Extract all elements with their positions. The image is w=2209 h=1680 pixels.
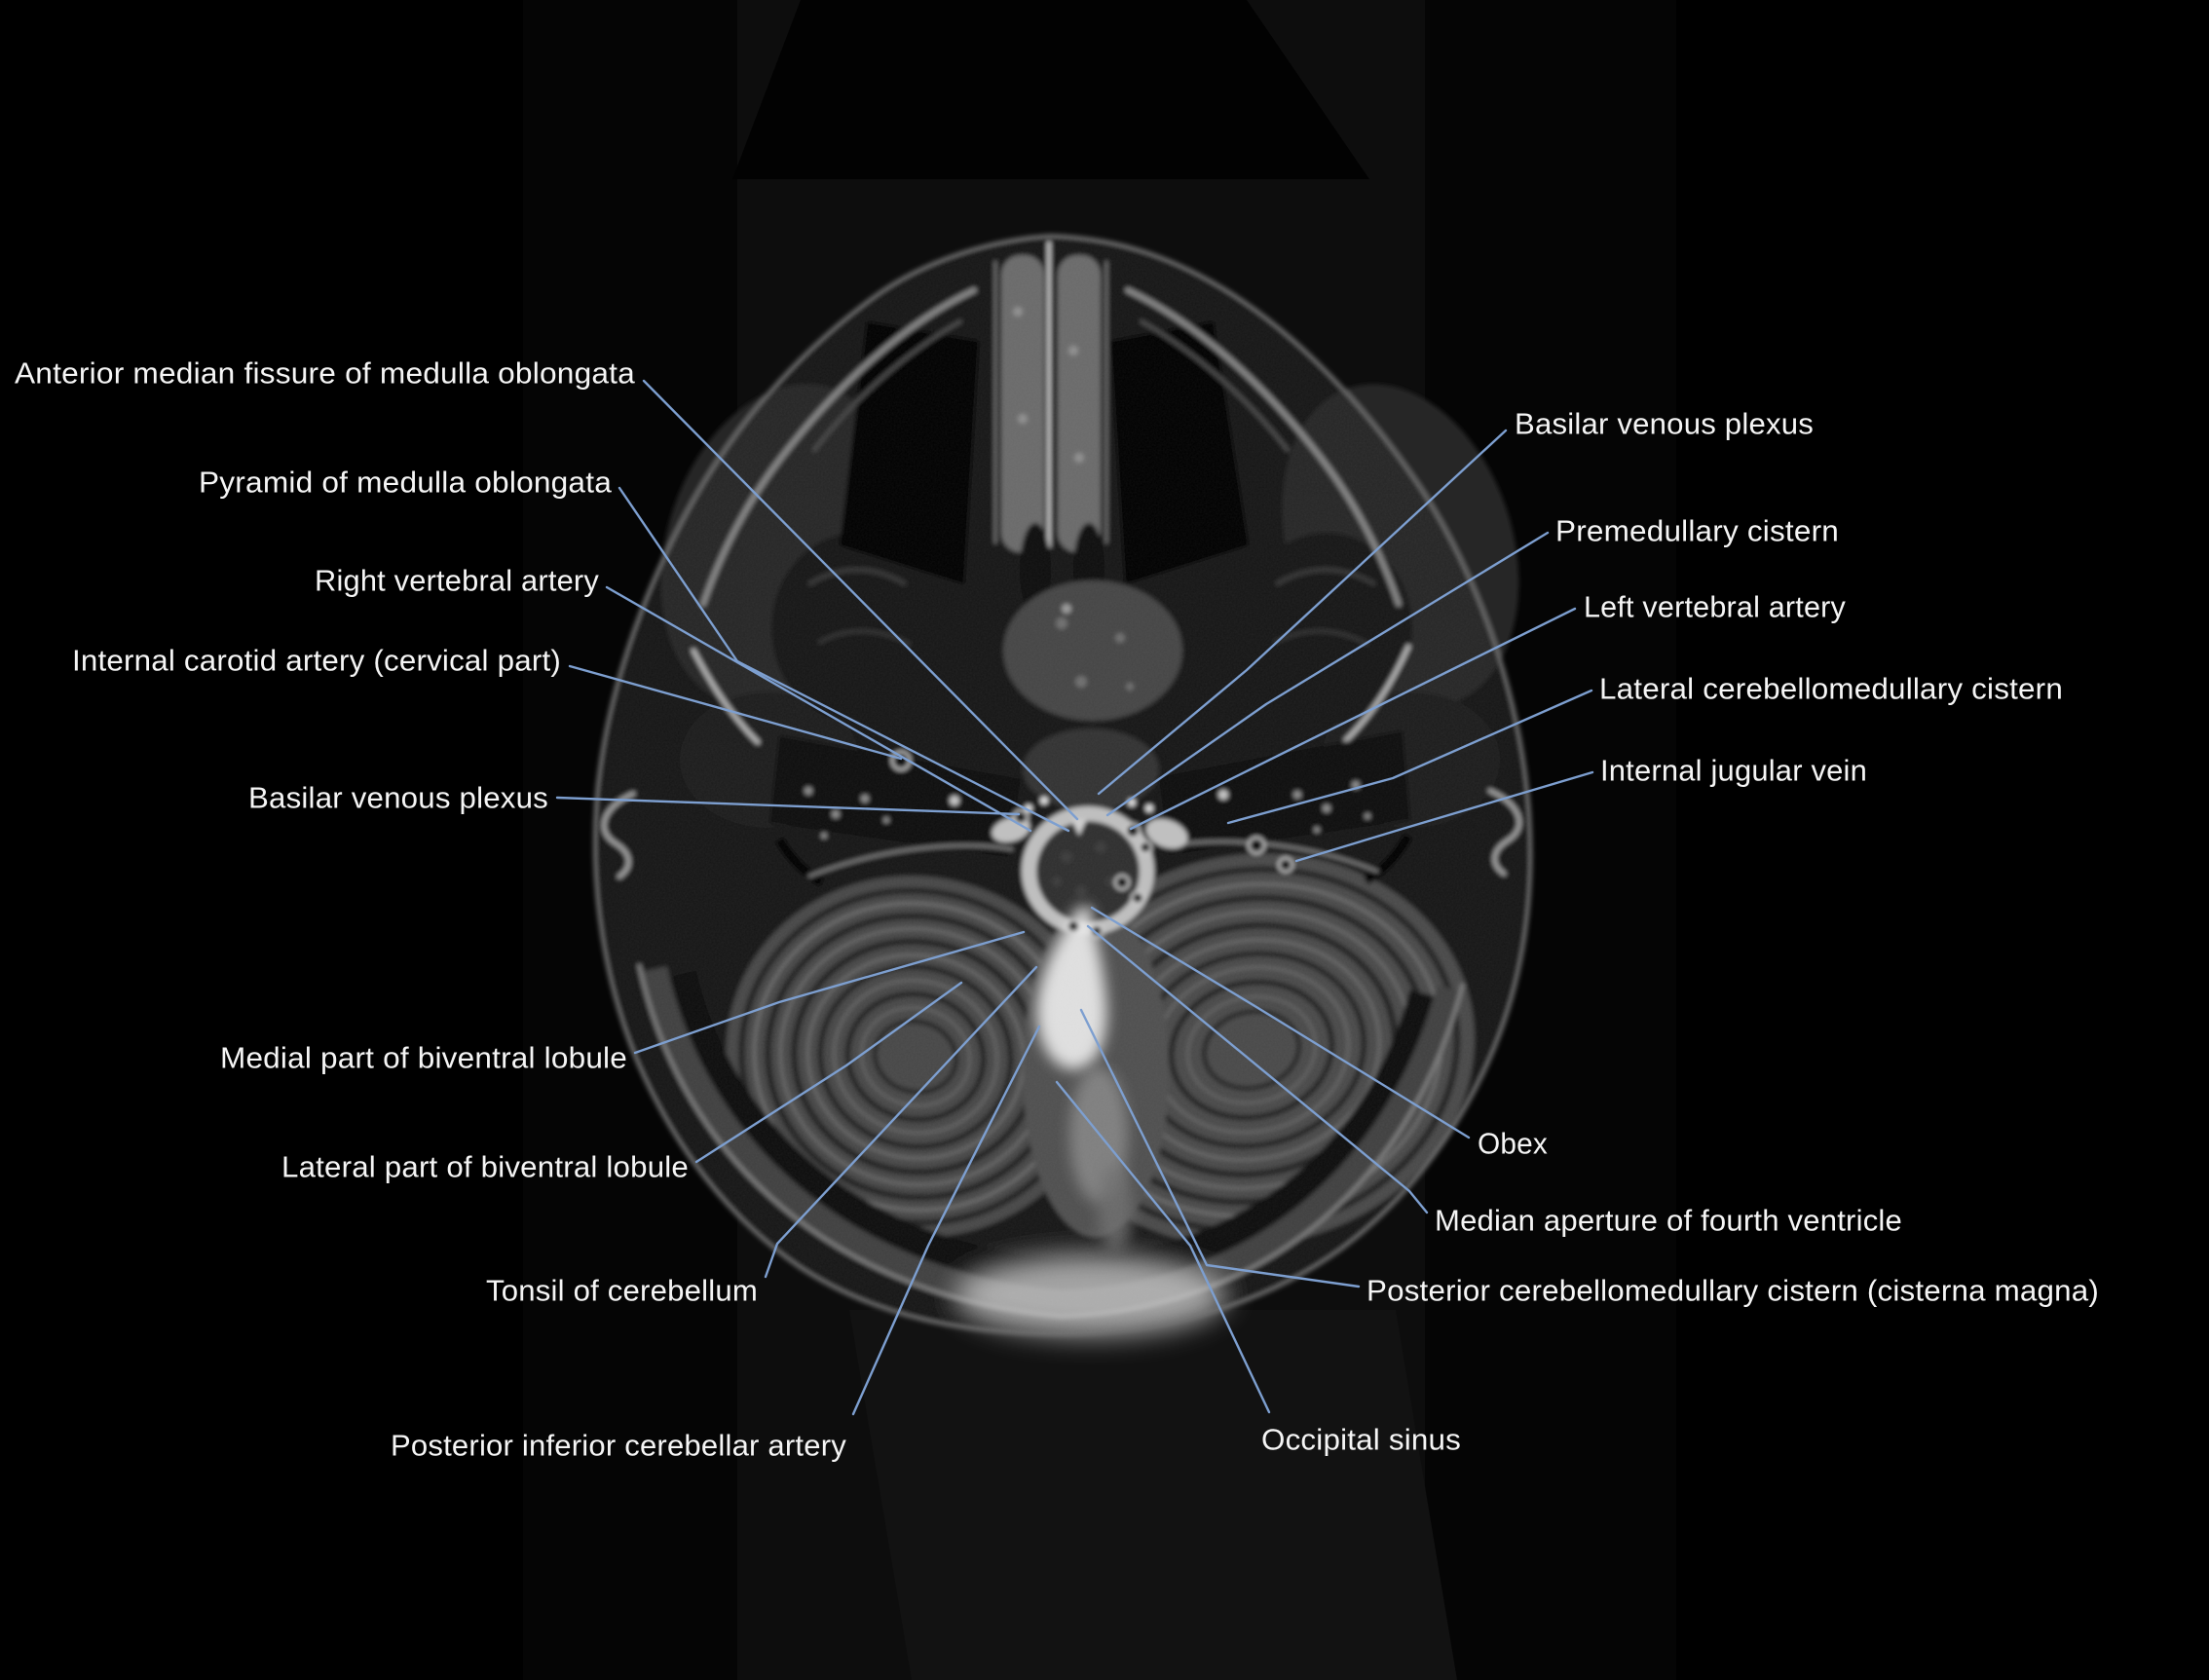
anatomy-label-left-2: Pyramid of medulla oblongata [199,466,613,500]
leader-line-left-4 [568,664,903,761]
leader-line-right-8 [1079,1008,1361,1288]
anatomy-label-left-1: Anterior median fissure of medulla oblon… [15,356,636,391]
leader-line-left-5 [555,796,1021,816]
anatomy-label-left-6: Medial part of biventral lobule [220,1041,627,1075]
anatomy-label-right-9: Occipital sinus [1261,1423,1461,1457]
anatomy-label-left-5: Basilar venous plexus [248,781,548,815]
leader-line-left-1 [642,379,1079,821]
anatomy-label-left-3: Right vertebral artery [315,564,599,598]
anatomy-label-right-2: Premedullary cistern [1555,514,1839,548]
anatomy-label-right-3: Left vertebral artery [1584,590,1846,624]
anatomy-label-right-4: Lateral cerebellomedullary cistern [1599,672,2063,706]
anatomy-label-right-8: Posterior cerebellomedullary cistern (ci… [1367,1274,2099,1308]
leader-line-right-4 [1226,689,1593,825]
leader-line-right-6 [1090,906,1471,1139]
leader-line-right-9 [1055,1080,1271,1414]
leader-line-right-2 [1105,531,1550,817]
anatomy-label-right-1: Basilar venous plexus [1515,407,1814,441]
labels-layer: Anterior median fissure of medulla oblon… [15,356,2099,1463]
neck-fov-band [849,1310,1457,1680]
leader-line-left-7 [694,981,963,1164]
anatomy-label-right-5: Internal jugular vein [1600,754,1867,788]
leader-line-left-3 [605,585,1032,833]
leader-line-right-5 [1294,770,1594,863]
leader-lines-layer [555,379,1594,1416]
anatomy-label-right-7: Median aperture of fourth ventricle [1435,1204,1902,1238]
leader-line-left-9 [851,1025,1041,1416]
anatomy-label-left-4: Internal carotid artery (cervical part) [72,644,561,678]
leader-line-right-3 [1129,607,1577,831]
leader-line-left-8 [764,965,1038,1279]
anatomy-label-left-9: Posterior inferior cerebellar artery [391,1429,846,1463]
anatomy-label-right-6: Obex [1478,1127,1548,1161]
leader-line-right-7 [1086,924,1429,1214]
leader-line-right-1 [1097,429,1508,796]
anatomy-label-left-7: Lateral part of biventral lobule [281,1150,689,1184]
anatomy-label-left-8: Tonsil of cerebellum [486,1274,758,1308]
leader-line-left-6 [633,930,1026,1055]
